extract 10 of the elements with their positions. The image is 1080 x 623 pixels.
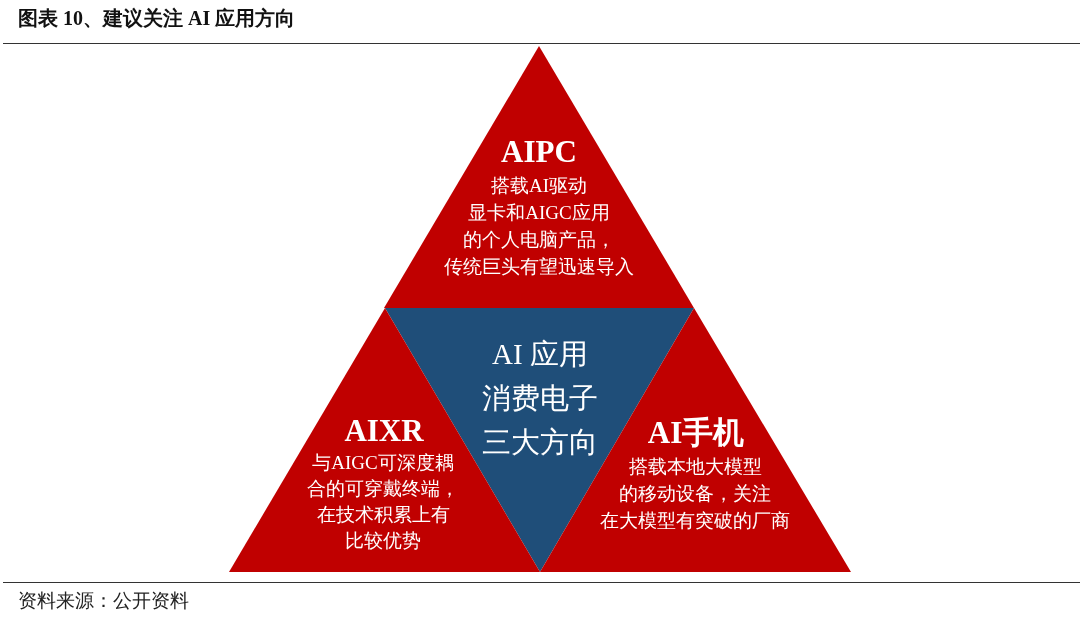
- segment-description: 搭载本地大模型的移动设备，关注在大模型有突破的厂商: [599, 455, 791, 533]
- segment-heading: AIPC: [501, 134, 577, 170]
- segment-description: 与AIGC可深度耦合的可穿戴终端，在技术积累上有比较优势: [306, 451, 460, 553]
- source-note: 资料来源：公开资料: [18, 589, 189, 613]
- figure-title: 图表 10、建议关注 AI 应用方向: [18, 6, 296, 31]
- segment-heading: AI手机: [647, 415, 745, 451]
- triangle-panel: [384, 46, 694, 308]
- segment-heading: AIXR: [344, 413, 424, 449]
- center-label: AI 应用消费电子三大方向: [481, 337, 599, 460]
- segment-description: 搭载AI驱动显卡和AIGC应用的个人电脑产品，传统巨头有望迅速导入: [443, 174, 635, 279]
